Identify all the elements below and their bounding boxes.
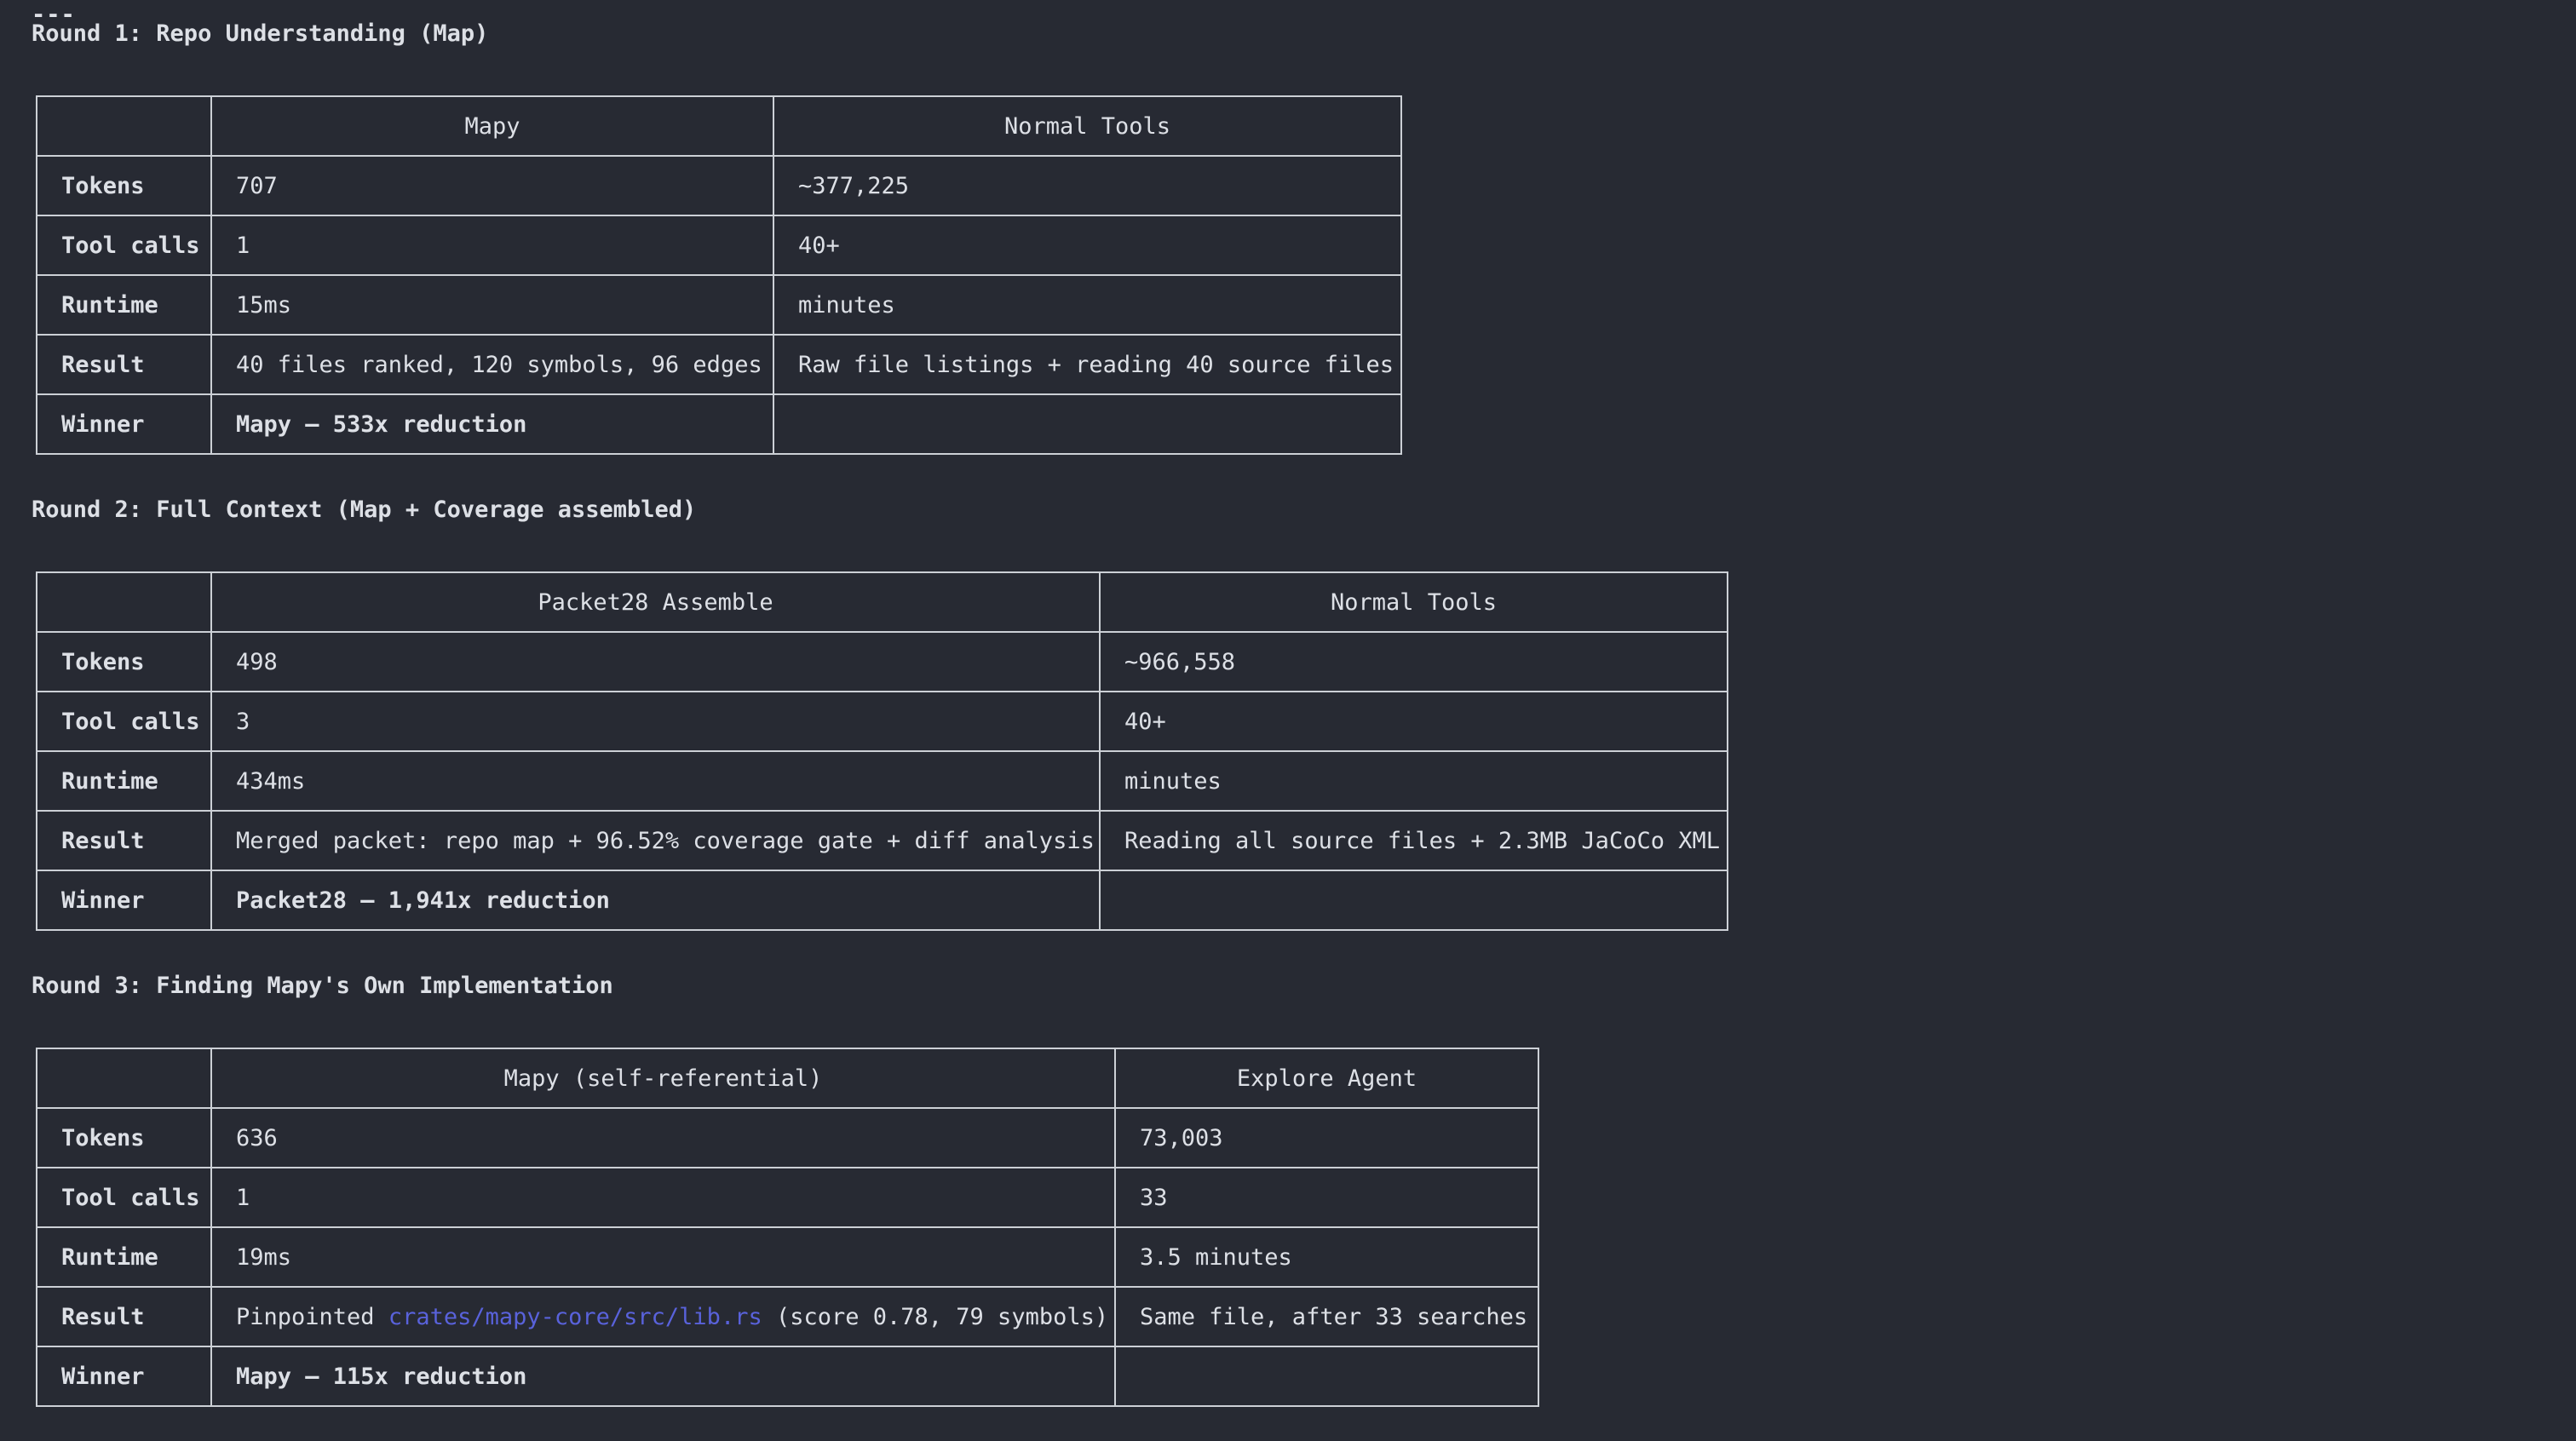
- table-header-row: Mapy (self-referential) Explore Agent: [36, 1048, 1539, 1109]
- runtime-mapy-value: 19ms: [210, 1226, 1116, 1288]
- runtime-normal-value: minutes: [773, 274, 1402, 336]
- tool-calls-normal-value: 40+: [773, 215, 1402, 276]
- header-col-normal-tools: Normal Tools: [773, 95, 1402, 157]
- round-1-heading: Round 1: Repo Understanding (Map): [32, 20, 489, 47]
- tokens-normal-value: ~966,558: [1099, 631, 1728, 692]
- table-row-tool-calls: Tool calls 1 33: [36, 1167, 1539, 1228]
- tool-calls-normal-value: 40+: [1099, 691, 1728, 752]
- table-row-tool-calls: Tool calls 1 40+: [36, 215, 1402, 276]
- tool-calls-packet28-value: 3: [210, 691, 1101, 752]
- row-label-winner: Winner: [36, 393, 212, 455]
- result-packet28-value: Merged packet: repo map + 96.52% coverag…: [210, 810, 1101, 871]
- row-label-tool-calls: Tool calls: [36, 1167, 212, 1228]
- header-empty-cell: [36, 1048, 212, 1109]
- runtime-packet28-value: 434ms: [210, 750, 1101, 812]
- result-mapy-value: Pinpointed crates/mapy-core/src/lib.rs (…: [210, 1286, 1116, 1347]
- table-row-runtime: Runtime 19ms 3.5 minutes: [36, 1226, 1539, 1288]
- round-3-table: Mapy (self-referential) Explore Agent To…: [36, 1048, 1539, 1407]
- tokens-mapy-value: 707: [210, 155, 774, 216]
- row-label-tokens: Tokens: [36, 1107, 212, 1168]
- table-row-result: Result Pinpointed crates/mapy-core/src/l…: [36, 1286, 1539, 1347]
- runtime-explore-value: 3.5 minutes: [1114, 1226, 1539, 1288]
- table-header-row: Mapy Normal Tools: [36, 95, 1402, 157]
- round-3-heading: Round 3: Finding Mapy's Own Implementati…: [32, 973, 613, 999]
- winner-empty-cell: [773, 393, 1402, 455]
- row-label-winner: Winner: [36, 1346, 212, 1407]
- tokens-mapy-value: 636: [210, 1107, 1116, 1168]
- round-1-table: Mapy Normal Tools Tokens 707 ~377,225 To…: [36, 95, 1402, 455]
- table-row-result: Result 40 files ranked, 120 symbols, 96 …: [36, 334, 1402, 395]
- table-row-tokens: Tokens 498 ~966,558: [36, 631, 1728, 692]
- file-path-link[interactable]: crates/mapy-core/src/lib.rs: [388, 1303, 762, 1330]
- row-label-runtime: Runtime: [36, 1226, 212, 1288]
- winner-empty-cell: [1099, 870, 1728, 931]
- header-empty-cell: [36, 95, 212, 157]
- tool-calls-mapy-value: 1: [210, 1167, 1116, 1228]
- winner-value: Mapy — 115x reduction: [210, 1346, 1116, 1407]
- markdown-separator: ---: [32, 2, 76, 28]
- row-label-tool-calls: Tool calls: [36, 691, 212, 752]
- row-label-runtime: Runtime: [36, 750, 212, 812]
- header-col-mapy: Mapy: [210, 95, 774, 157]
- header-col-explore-agent: Explore Agent: [1114, 1048, 1539, 1109]
- round-2-heading: Round 2: Full Context (Map + Coverage as…: [32, 497, 697, 523]
- table-row-tokens: Tokens 707 ~377,225: [36, 155, 1402, 216]
- row-label-result: Result: [36, 334, 212, 395]
- header-empty-cell: [36, 571, 212, 633]
- table-row-result: Result Merged packet: repo map + 96.52% …: [36, 810, 1728, 871]
- tokens-explore-value: 73,003: [1114, 1107, 1539, 1168]
- winner-value: Mapy — 533x reduction: [210, 393, 774, 455]
- table-row-runtime: Runtime 15ms minutes: [36, 274, 1402, 336]
- table-row-winner: Winner Mapy — 533x reduction: [36, 393, 1402, 455]
- tool-calls-explore-value: 33: [1114, 1167, 1539, 1228]
- row-label-result: Result: [36, 1286, 212, 1347]
- tokens-normal-value: ~377,225: [773, 155, 1402, 216]
- row-label-result: Result: [36, 810, 212, 871]
- table-row-runtime: Runtime 434ms minutes: [36, 750, 1728, 812]
- row-label-tokens: Tokens: [36, 155, 212, 216]
- result-normal-value: Raw file listings + reading 40 source fi…: [773, 334, 1402, 395]
- table-row-tokens: Tokens 636 73,003: [36, 1107, 1539, 1168]
- tool-calls-mapy-value: 1: [210, 215, 774, 276]
- row-label-tool-calls: Tool calls: [36, 215, 212, 276]
- row-label-runtime: Runtime: [36, 274, 212, 336]
- result-explore-value: Same file, after 33 searches: [1114, 1286, 1539, 1347]
- winner-empty-cell: [1114, 1346, 1539, 1407]
- header-col-mapy-self-referential: Mapy (self-referential): [210, 1048, 1116, 1109]
- header-col-packet28: Packet28 Assemble: [210, 571, 1101, 633]
- result-text-prefix: Pinpointed: [236, 1303, 388, 1330]
- row-label-winner: Winner: [36, 870, 212, 931]
- table-row-tool-calls: Tool calls 3 40+: [36, 691, 1728, 752]
- winner-value: Packet28 — 1,941x reduction: [210, 870, 1101, 931]
- round-2-table: Packet28 Assemble Normal Tools Tokens 49…: [36, 571, 1728, 931]
- runtime-mapy-value: 15ms: [210, 274, 774, 336]
- runtime-normal-value: minutes: [1099, 750, 1728, 812]
- result-mapy-value: 40 files ranked, 120 symbols, 96 edges: [210, 334, 774, 395]
- table-header-row: Packet28 Assemble Normal Tools: [36, 571, 1728, 633]
- result-normal-value: Reading all source files + 2.3MB JaCoCo …: [1099, 810, 1728, 871]
- header-col-normal-tools: Normal Tools: [1099, 571, 1728, 633]
- result-text-suffix: (score 0.78, 79 symbols): [762, 1303, 1109, 1330]
- row-label-tokens: Tokens: [36, 631, 212, 692]
- tokens-packet28-value: 498: [210, 631, 1101, 692]
- table-row-winner: Winner Mapy — 115x reduction: [36, 1346, 1539, 1407]
- table-row-winner: Winner Packet28 — 1,941x reduction: [36, 870, 1728, 931]
